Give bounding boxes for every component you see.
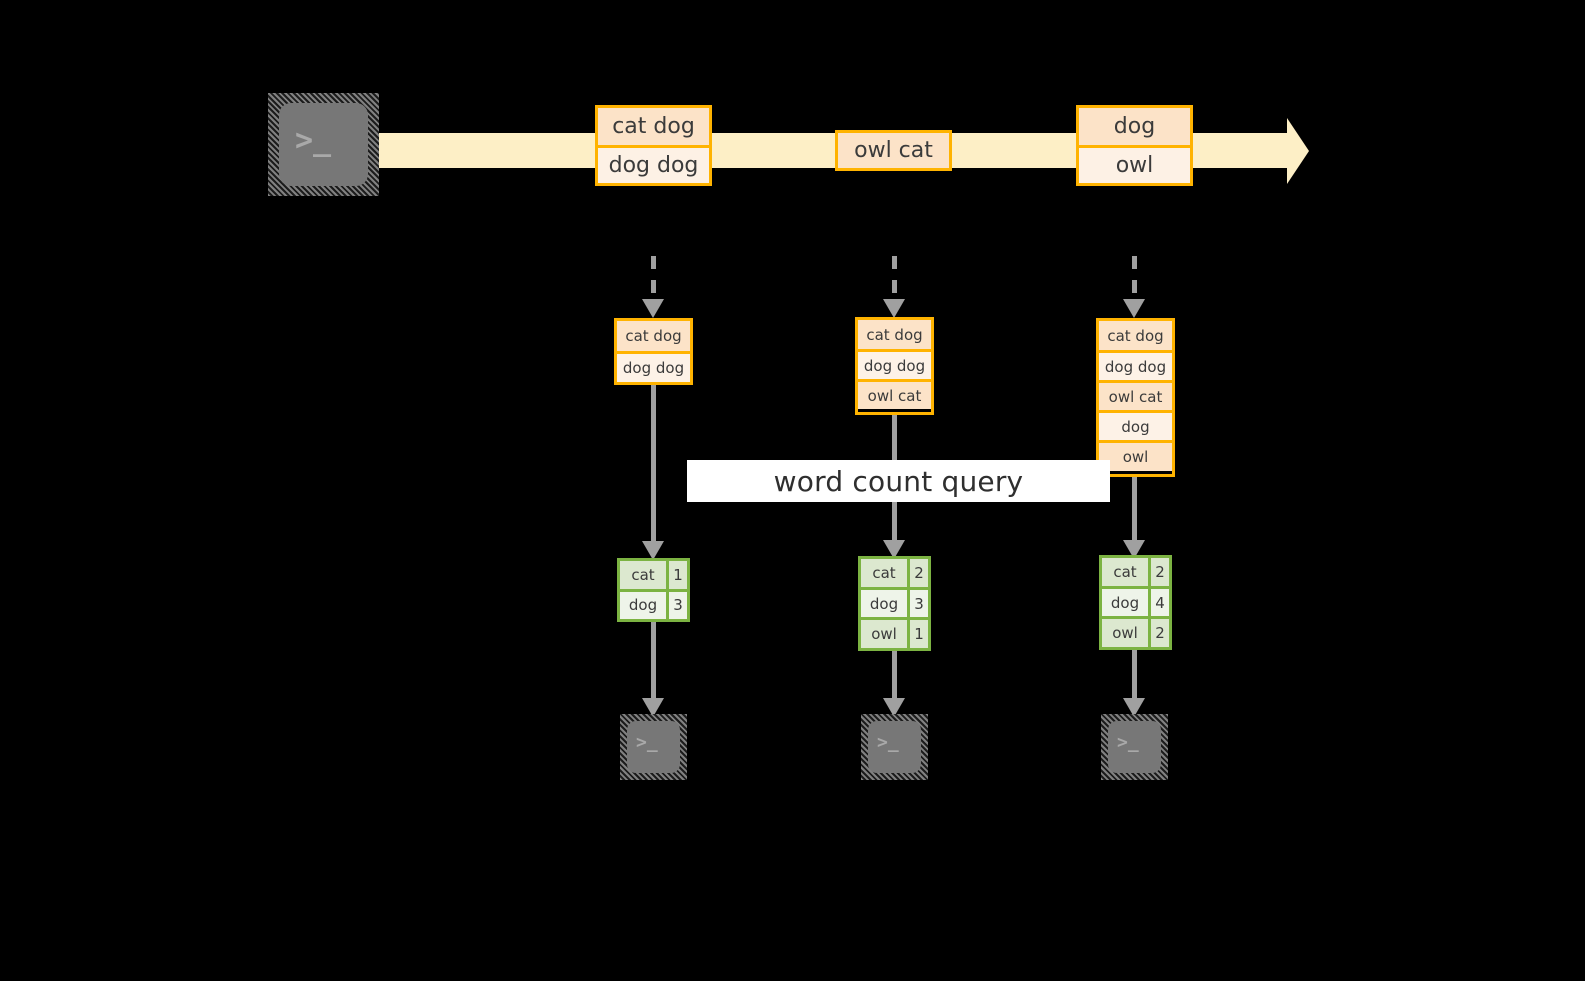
stream-event-line: cat dog — [598, 108, 709, 145]
result-row: cat 2 — [1102, 558, 1169, 586]
snapshot-to-result-arrow — [642, 385, 664, 560]
result-word: cat — [620, 561, 666, 589]
query-label-text: word count query — [773, 464, 1024, 498]
result-row: cat 2 — [861, 559, 928, 587]
terminal-face — [279, 103, 368, 186]
stream-event-line: owl — [1079, 145, 1190, 183]
result-table[interactable]: cat 1 dog 3 — [617, 558, 690, 622]
result-count: 1 — [907, 620, 928, 649]
stream-to-snapshot-arrow — [1123, 256, 1145, 318]
stream-event-line: dog dog — [598, 145, 709, 183]
stream-event-line: dog — [1079, 108, 1190, 145]
result-count: 3 — [907, 589, 928, 618]
terminal-face — [627, 721, 680, 773]
snapshot-row: cat dog — [858, 320, 931, 349]
result-row: owl 1 — [861, 617, 928, 649]
terminal-face — [1108, 721, 1161, 773]
query-label: word count query — [687, 460, 1110, 502]
result-count: 2 — [1148, 619, 1169, 648]
stream-arrowhead — [1287, 118, 1309, 184]
snapshot-row: dog dog — [617, 351, 690, 382]
result-count: 2 — [907, 559, 928, 587]
result-word: dog — [1102, 588, 1148, 617]
result-row: cat 1 — [620, 561, 687, 589]
result-count: 4 — [1148, 588, 1169, 617]
snapshot-row: dog dog — [858, 349, 931, 379]
sink-terminal-icon[interactable]: >_ — [1101, 714, 1168, 780]
source-terminal-icon[interactable]: >_ — [268, 93, 379, 196]
result-row: dog 3 — [861, 586, 928, 618]
result-count: 2 — [1148, 558, 1169, 586]
stream-event-box[interactable]: cat dog dog dog — [595, 105, 712, 186]
snapshot-table[interactable]: cat dog dog dog — [614, 318, 693, 385]
snapshot-row: cat dog — [1099, 321, 1172, 350]
stream-event-box[interactable]: dog owl — [1076, 105, 1193, 186]
result-row: owl 2 — [1102, 616, 1169, 648]
result-row: dog 3 — [620, 588, 687, 619]
stream-event-box[interactable]: owl cat — [835, 130, 952, 171]
result-word: cat — [1102, 558, 1148, 586]
snapshot-to-result-arrow — [1123, 477, 1145, 559]
snapshot-row: dog dog — [1099, 350, 1172, 380]
terminal-prompt-glyph: >_ — [877, 732, 899, 753]
result-word: owl — [1102, 619, 1148, 648]
result-to-sink-arrow — [642, 622, 664, 717]
result-row: dog 4 — [1102, 585, 1169, 617]
terminal-prompt-glyph: >_ — [1117, 732, 1139, 753]
terminal-prompt-glyph: >_ — [295, 123, 332, 158]
result-count: 1 — [666, 561, 687, 589]
snapshot-row: cat dog — [617, 321, 690, 351]
result-table[interactable]: cat 2 dog 3 owl 1 — [858, 556, 931, 651]
stream-to-snapshot-arrow — [642, 256, 664, 318]
stream-to-snapshot-arrow — [883, 256, 905, 318]
result-table[interactable]: cat 2 dog 4 owl 2 — [1099, 555, 1172, 650]
result-word: owl — [861, 620, 907, 649]
snapshot-table[interactable]: cat dog dog dog owl cat — [855, 317, 934, 415]
result-word: cat — [861, 559, 907, 587]
result-word: dog — [861, 589, 907, 618]
snapshot-row: owl — [1099, 440, 1172, 471]
result-word: dog — [620, 591, 666, 619]
snapshot-table[interactable]: cat dog dog dog owl cat dog owl — [1096, 318, 1175, 477]
sink-terminal-icon[interactable]: >_ — [861, 714, 928, 780]
result-to-sink-arrow — [883, 651, 905, 717]
terminal-face — [868, 721, 921, 773]
stream-event-line: owl cat — [838, 133, 949, 168]
result-to-sink-arrow — [1123, 650, 1145, 717]
snapshot-row: owl cat — [858, 379, 931, 409]
result-count: 3 — [666, 591, 687, 619]
snapshot-row: dog — [1099, 410, 1172, 440]
sink-terminal-icon[interactable]: >_ — [620, 714, 687, 780]
terminal-prompt-glyph: >_ — [636, 732, 658, 753]
snapshot-row: owl cat — [1099, 380, 1172, 410]
